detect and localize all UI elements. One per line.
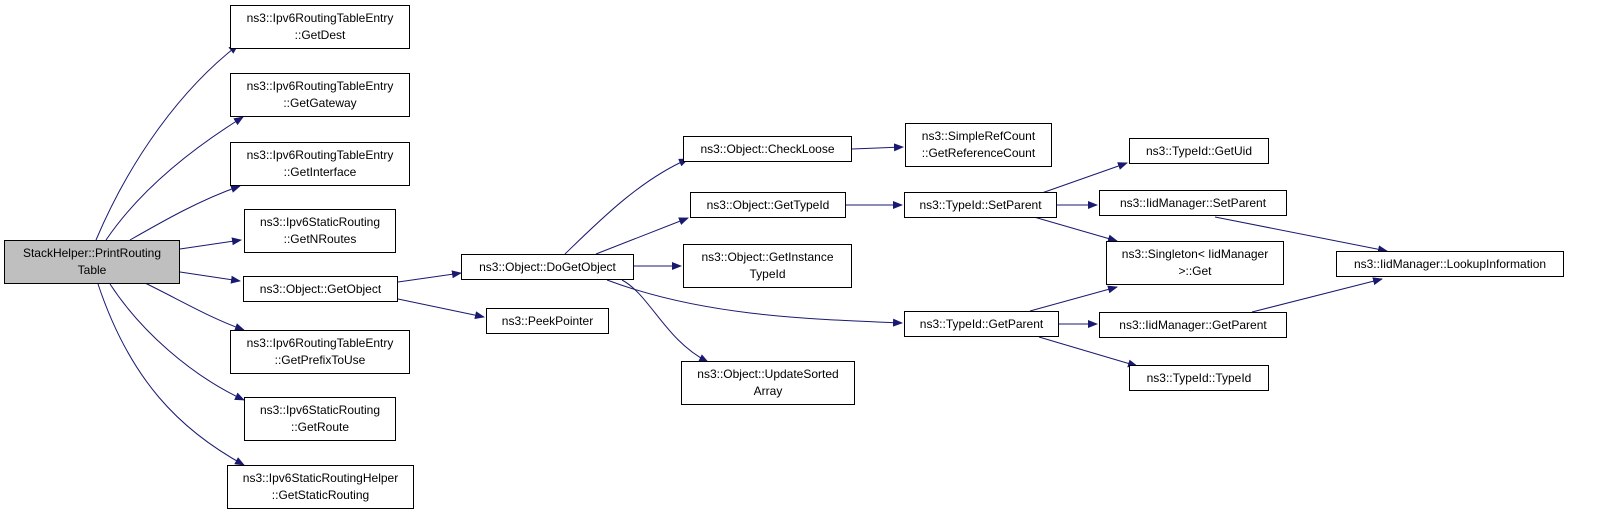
node-label-line-1: ns3::TypeId::GetUid xyxy=(1145,143,1253,158)
edge-getobject-peekpointer xyxy=(397,298,485,320)
node-label-line-1: ns3::Object::DoGetObject xyxy=(479,259,616,274)
edge-root-getobject xyxy=(179,271,241,284)
edge-setparent-singletonget xyxy=(1033,216,1118,243)
node-ipv6staticrouting-getroute[interactable]: ns3::Ipv6StaticRouting ::GetRoute xyxy=(244,397,396,441)
node-label-line-2: ::GetPrefixToUse xyxy=(274,353,366,367)
node-label-line-1: StackHelper::PrintRouting xyxy=(22,246,162,260)
edge-dogetobject-getparent xyxy=(606,279,903,327)
node-label-line-1: ns3::IidManager::SetParent xyxy=(1119,195,1267,210)
node-label-line-2: ::GetReferenceCount xyxy=(921,146,1036,160)
node-label-line-1: ns3::TypeId::SetParent xyxy=(919,197,1042,212)
edge-root-getdest xyxy=(95,44,239,241)
node-ipv6staticrouting-getnroutes[interactable]: ns3::Ipv6StaticRouting ::GetNRoutes xyxy=(244,209,396,253)
edge-checkloose-getreferencecount xyxy=(851,143,904,152)
edge-root-getnroutes xyxy=(179,237,242,250)
node-label-line-2: Table xyxy=(77,263,107,277)
node-label-line-2: ::GetStaticRouting xyxy=(271,488,370,502)
node-object-getobject[interactable]: ns3::Object::GetObject xyxy=(243,276,398,302)
node-iidmanager-getparent[interactable]: ns3::IidManager::GetParent xyxy=(1099,312,1287,338)
node-typeid-getparent[interactable]: ns3::TypeId::GetParent xyxy=(904,311,1059,337)
node-simplerefcount-getreferencecount[interactable]: ns3::SimpleRefCount ::GetReferenceCount xyxy=(905,123,1052,167)
edge-root-getgateway xyxy=(105,116,244,241)
node-singleton-iidmanager-get[interactable]: ns3::Singleton< IidManager >::Get xyxy=(1106,241,1284,285)
node-object-updatesortedarray[interactable]: ns3::Object::UpdateSorted Array xyxy=(681,361,855,405)
node-stackhelper-printroutingtable[interactable]: StackHelper::PrintRouting Table xyxy=(4,240,180,284)
node-object-dogetobject[interactable]: ns3::Object::DoGetObject xyxy=(461,254,634,280)
node-label-line-1: ns3::Object::GetInstance xyxy=(701,250,834,264)
node-peekpointer[interactable]: ns3::PeekPointer xyxy=(486,308,609,334)
node-typeid-typeid[interactable]: ns3::TypeId::TypeId xyxy=(1129,365,1269,391)
node-label-line-1: ns3::SimpleRefCount xyxy=(921,129,1036,143)
edge-setparent-getuid xyxy=(1038,162,1128,195)
node-label-line-2: ::GetGateway xyxy=(283,96,357,110)
node-label-line-2: ::GetNRoutes xyxy=(283,232,357,246)
node-label-line-1: ns3::IidManager::LookupInformation xyxy=(1353,256,1547,271)
edge-iidgetparent-lookupinformation xyxy=(1251,277,1383,313)
node-label-line-1: ns3::Ipv6RoutingTableEntry xyxy=(246,79,394,93)
node-label-line-1: ns3::Singleton< IidManager xyxy=(1121,247,1269,261)
node-ipv6routingtableentry-getgateway[interactable]: ns3::Ipv6RoutingTableEntry ::GetGateway xyxy=(230,73,410,117)
edge-root-getroute xyxy=(109,283,245,401)
node-label-line-1: ns3::Object::GetTypeId xyxy=(706,197,830,212)
edge-root-getprefixtouse xyxy=(144,282,245,331)
node-label-line-2: >::Get xyxy=(1178,264,1212,278)
node-object-getinstancetypeid[interactable]: ns3::Object::GetInstance TypeId xyxy=(683,244,852,288)
node-label-line-1: ns3::Object::GetObject xyxy=(259,281,382,296)
edge-dogetobject-checkloose xyxy=(564,158,689,255)
node-label-line-1: ns3::TypeId::TypeId xyxy=(1146,370,1252,385)
node-object-checkloose[interactable]: ns3::Object::CheckLoose xyxy=(683,136,852,162)
edge-iidsetparent-lookupinformation xyxy=(1214,216,1388,254)
node-label-line-2: ::GetDest xyxy=(294,28,346,42)
node-label-line-1: ns3::Object::UpdateSorted xyxy=(697,367,839,381)
node-label-line-1: ns3::TypeId::GetParent xyxy=(919,316,1044,331)
node-label-line-1: ns3::Ipv6RoutingTableEntry xyxy=(246,336,394,350)
edge-getobject-dogetobject xyxy=(397,270,462,283)
node-ipv6routingtableentry-getdest[interactable]: ns3::Ipv6RoutingTableEntry ::GetDest xyxy=(230,5,410,49)
node-label-line-1: ns3::Ipv6StaticRouting xyxy=(259,403,381,417)
edge-dogetobject-gettypeid xyxy=(595,217,689,255)
node-label-line-1: ns3::Object::CheckLoose xyxy=(700,141,835,156)
node-label-line-1: ns3::Ipv6RoutingTableEntry xyxy=(246,148,394,162)
node-label-line-1: ns3::PeekPointer xyxy=(501,313,594,328)
node-label-line-2: ::GetInterface xyxy=(283,165,357,179)
node-ipv6routingtableentry-getprefixtouse[interactable]: ns3::Ipv6RoutingTableEntry ::GetPrefixTo… xyxy=(230,330,410,374)
node-ipv6staticroutinghelper-getstaticrouting[interactable]: ns3::Ipv6StaticRoutingHelper ::GetStatic… xyxy=(227,465,414,509)
node-typeid-getuid[interactable]: ns3::TypeId::GetUid xyxy=(1129,138,1269,164)
node-label-line-2: ::GetRoute xyxy=(290,420,350,434)
node-typeid-setparent[interactable]: ns3::TypeId::SetParent xyxy=(904,192,1057,218)
node-label-line-1: ns3::Ipv6StaticRouting xyxy=(259,215,381,229)
edge-dogetobject-updatesortedarray xyxy=(621,279,709,363)
node-object-gettypeid[interactable]: ns3::Object::GetTypeId xyxy=(690,192,846,218)
node-ipv6routingtableentry-getinterface[interactable]: ns3::Ipv6RoutingTableEntry ::GetInterfac… xyxy=(230,142,410,186)
edge-getparent-singletonget xyxy=(1029,285,1118,312)
node-iidmanager-setparent[interactable]: ns3::IidManager::SetParent xyxy=(1099,190,1287,216)
edge-root-getstaticrouting xyxy=(97,283,245,466)
node-label-line-1: ns3::Ipv6RoutingTableEntry xyxy=(246,11,394,25)
edge-root-getinterface xyxy=(129,185,241,241)
node-label-line-2: Array xyxy=(753,384,783,398)
edge-getparent-typeidctor xyxy=(1038,336,1138,368)
node-iidmanager-lookupinformation[interactable]: ns3::IidManager::LookupInformation xyxy=(1336,251,1564,277)
node-label-line-1: ns3::IidManager::GetParent xyxy=(1119,317,1267,332)
node-label-line-2: TypeId xyxy=(749,267,786,281)
node-label-line-1: ns3::Ipv6StaticRoutingHelper xyxy=(242,471,399,485)
